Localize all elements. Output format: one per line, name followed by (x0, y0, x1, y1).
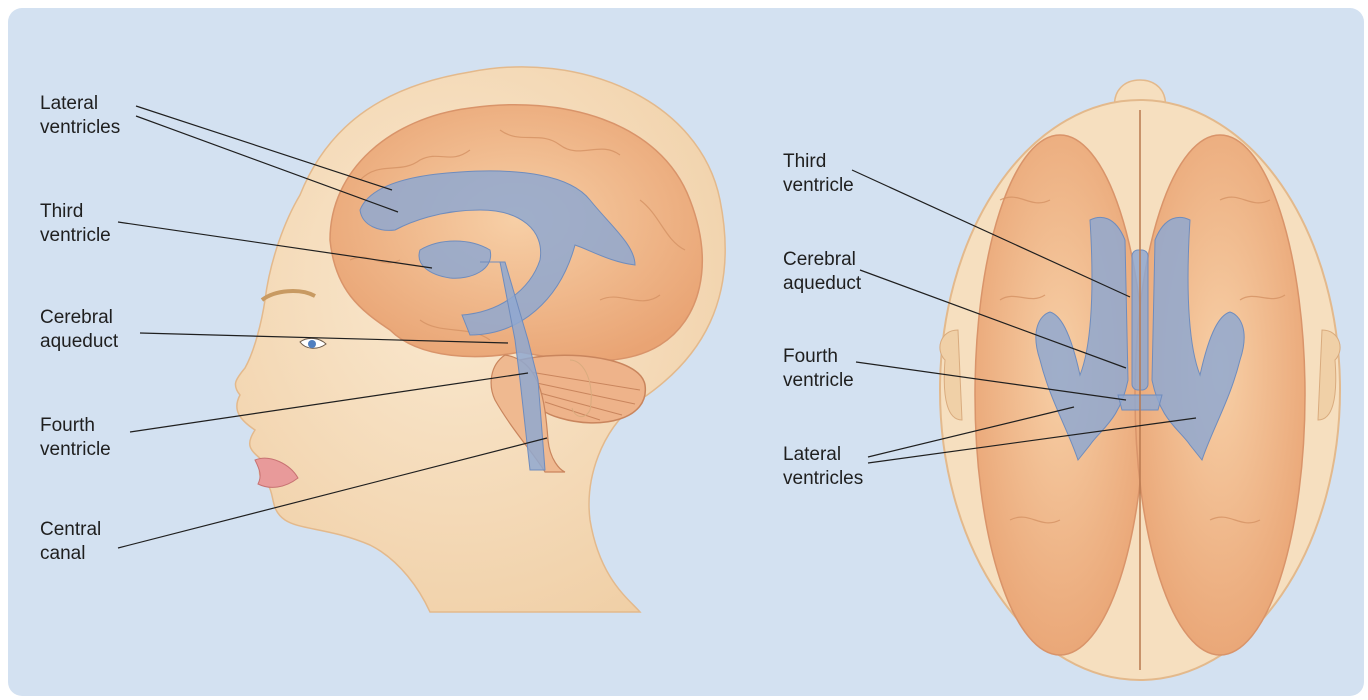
label-top-cerebral-aqueduct: Cerebral aqueduct (783, 248, 861, 296)
label-side-central-canal: Central canal (40, 518, 101, 566)
label-side-lateral-ventricles: Lateral ventricles (40, 92, 120, 140)
label-side-fourth-ventricle: Fourth ventricle (40, 414, 111, 462)
label-top-third-ventricle: Third ventricle (783, 150, 854, 198)
label-top-lateral-ventricles: Lateral ventricles (783, 443, 863, 491)
label-side-third-ventricle: Third ventricle (40, 200, 111, 248)
top-view-head (940, 80, 1340, 680)
label-side-cerebral-aqueduct: Cerebral aqueduct (40, 306, 118, 354)
side-view-head (235, 67, 725, 612)
label-top-fourth-ventricle: Fourth ventricle (783, 345, 854, 393)
